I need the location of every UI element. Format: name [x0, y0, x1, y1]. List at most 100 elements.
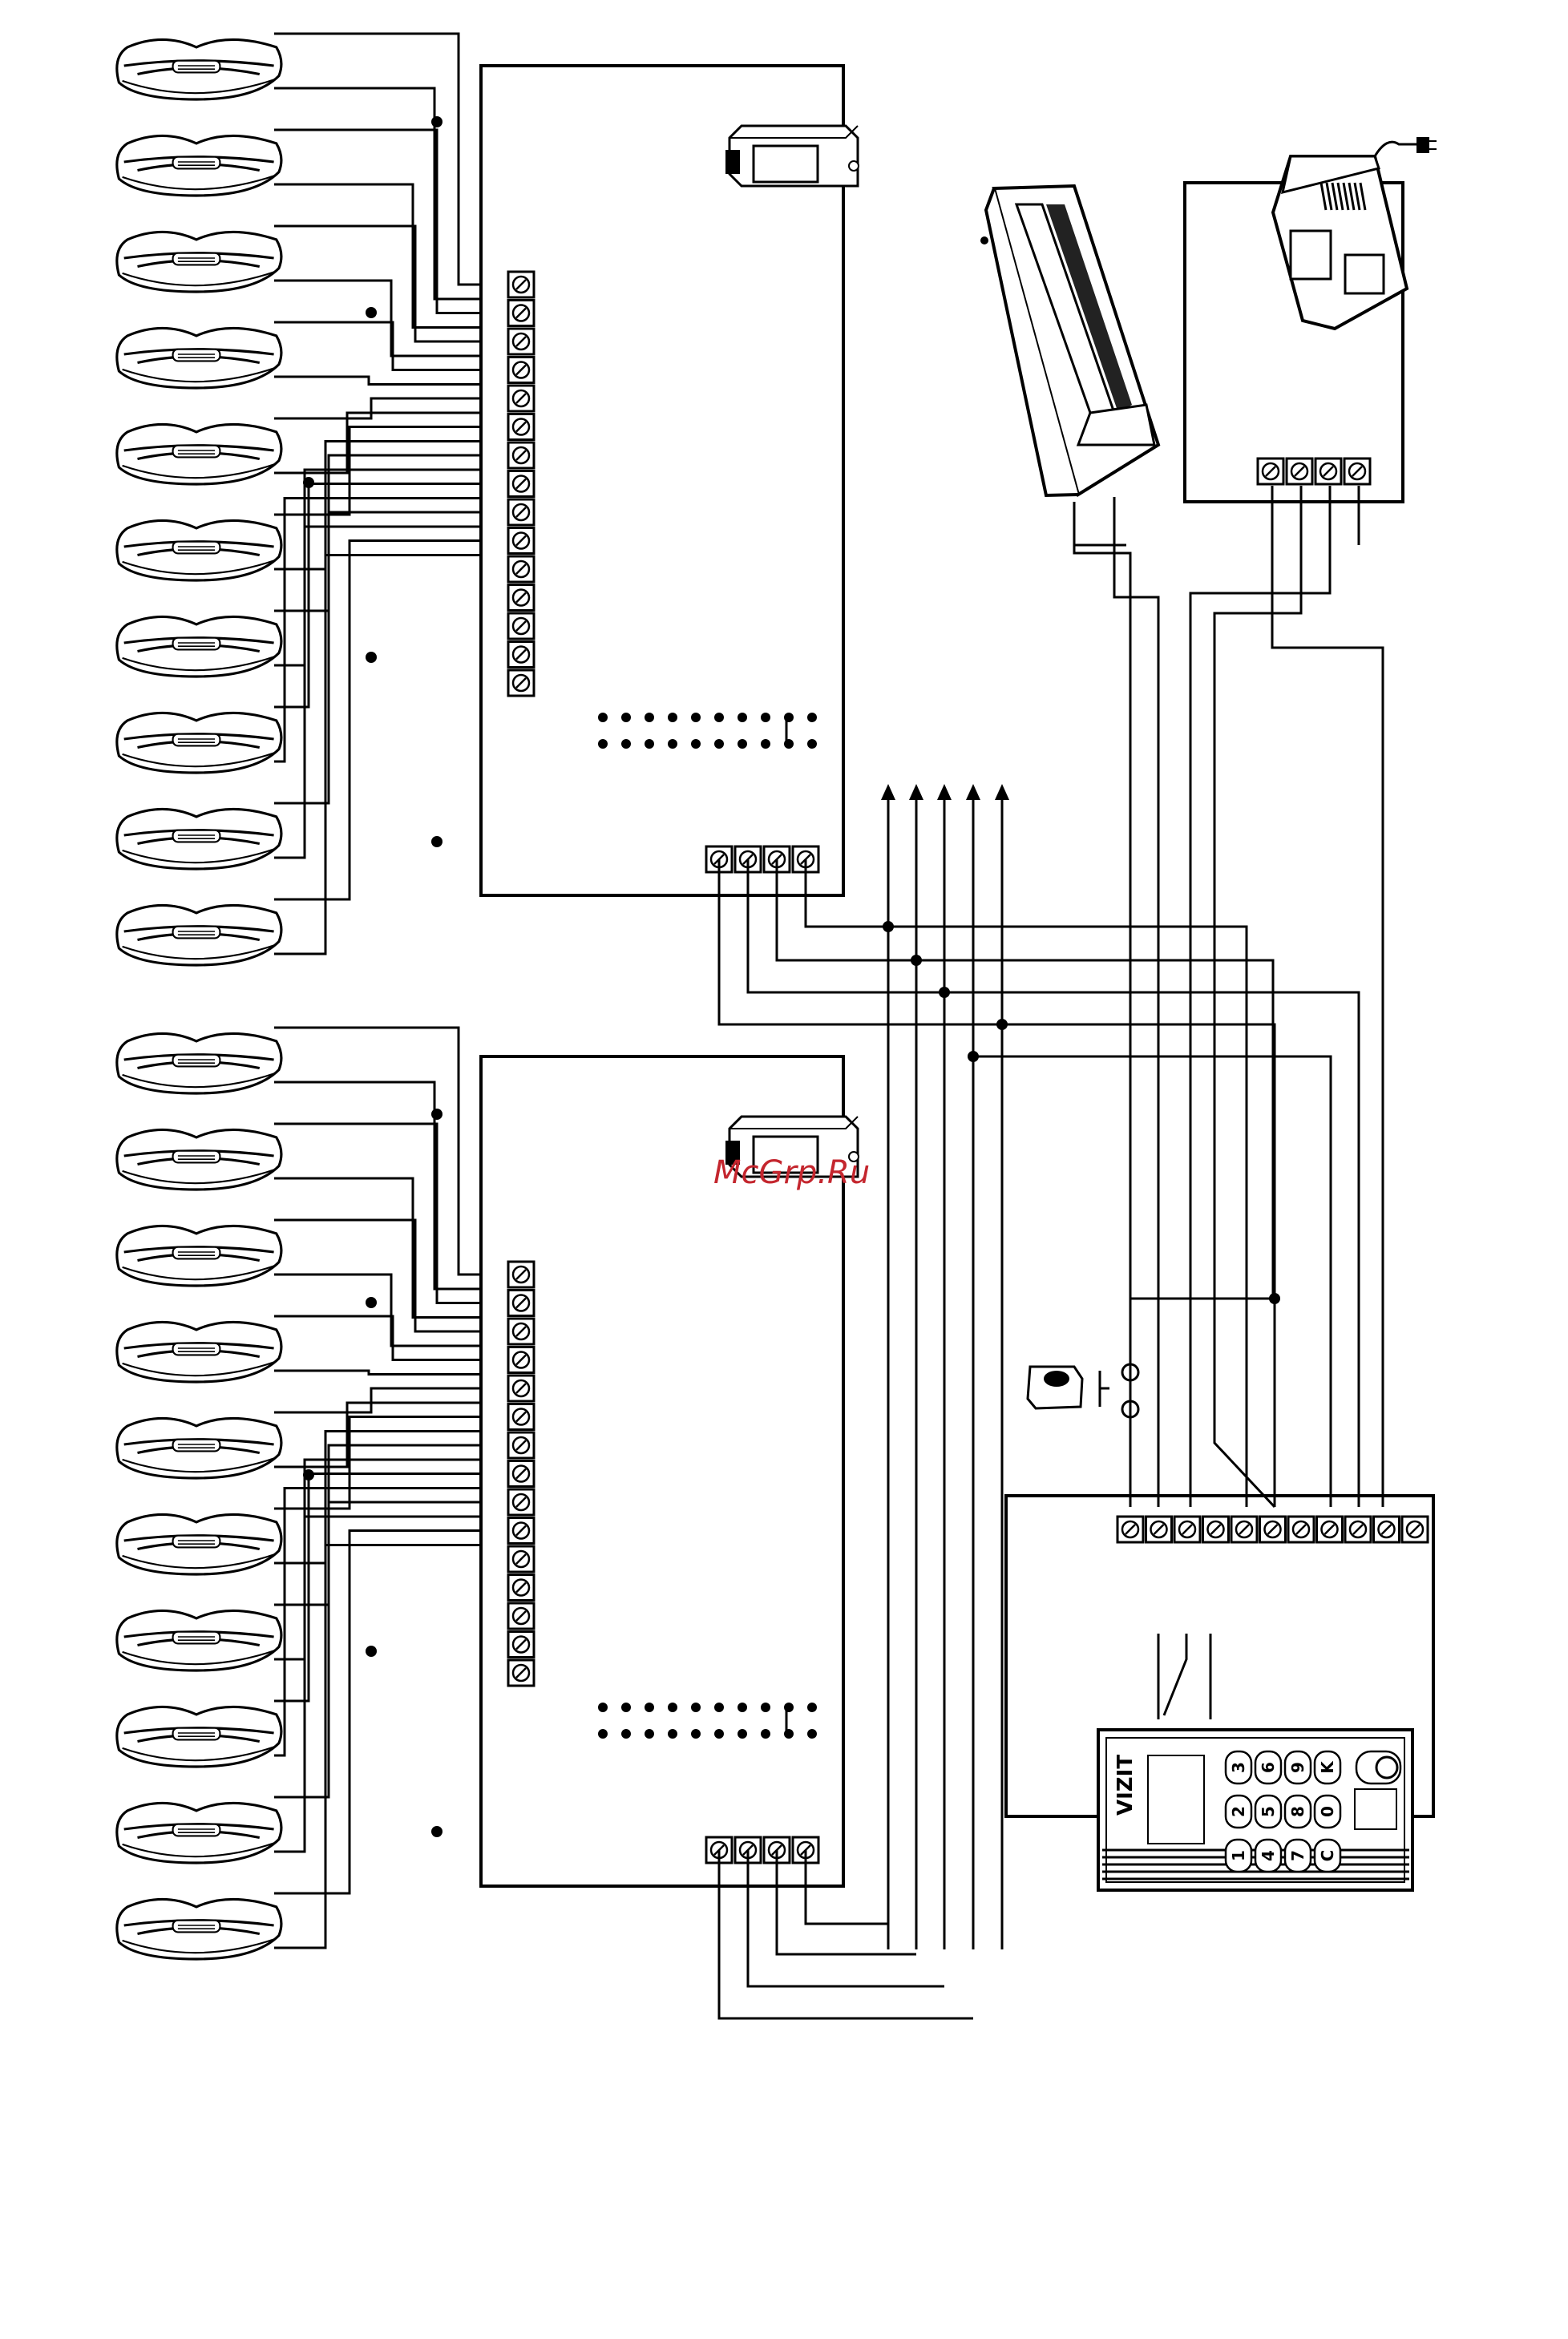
jumper-pin — [761, 1703, 770, 1712]
intercom-handset-icon — [117, 520, 281, 580]
terminal-screw — [508, 442, 534, 468]
handset-wire — [274, 322, 509, 370]
coordinate-switch-icon — [725, 126, 859, 186]
arrow-head — [995, 784, 1009, 800]
terminal-screw — [1231, 1517, 1257, 1542]
keypad-key-label: 9 — [1288, 1762, 1307, 1773]
jumper-pin — [761, 739, 770, 749]
jumper-pin — [668, 1729, 677, 1739]
junction-dot — [996, 1019, 1008, 1030]
jumper-pin — [738, 739, 747, 749]
handset-wire — [274, 34, 509, 285]
terminal-screw — [508, 1291, 534, 1316]
keypad-key-label: K — [1318, 1760, 1337, 1774]
handset-wire — [274, 484, 509, 708]
terminal-screw — [1258, 459, 1283, 484]
jumper-pin — [598, 1703, 608, 1712]
jumper-pin — [714, 713, 724, 722]
junction-dot — [303, 1469, 314, 1481]
terminal-screw — [508, 358, 534, 383]
junction-dot — [366, 652, 377, 663]
psu-wire — [1214, 486, 1301, 1507]
intercom-handset-icon — [117, 1610, 281, 1670]
intercom-handset-icon — [117, 135, 281, 196]
psu-wire — [1272, 486, 1383, 1507]
intercom-handset-icon — [117, 1899, 281, 1959]
electromagnetic-lock-icon — [980, 186, 1158, 495]
watermark: McGrp.Ru — [713, 1154, 870, 1191]
terminal-screw — [508, 1575, 534, 1601]
handset-wire — [274, 88, 509, 299]
arrow-head — [881, 784, 895, 800]
terminal-screw — [508, 1262, 534, 1287]
psu-wire — [1190, 486, 1330, 1507]
handset-wire — [274, 413, 509, 473]
junction-dot — [431, 116, 443, 127]
terminal-screw — [508, 1376, 534, 1401]
keypad-key-label: C — [1318, 1850, 1337, 1862]
arrow-head — [909, 784, 923, 800]
jumper-pin — [807, 713, 817, 722]
keypad-key-label: 4 — [1259, 1850, 1278, 1861]
jumper-pin — [598, 1729, 608, 1739]
terminal-screw — [508, 272, 534, 297]
jumper-pin — [738, 1729, 747, 1739]
jumper-pin — [645, 713, 654, 722]
power-supply-icon — [1273, 138, 1437, 329]
jumper-pin — [691, 1703, 701, 1712]
intercom-handset-icon — [117, 905, 281, 965]
terminal-screw — [508, 1660, 534, 1686]
terminal-screw — [1374, 1517, 1400, 1542]
terminal-screw — [1317, 1517, 1343, 1542]
exit-button-icon — [1028, 1364, 1138, 1417]
jumper-pin — [668, 1703, 677, 1712]
intercom-handset-icon — [117, 1707, 281, 1767]
jumper-pin — [714, 1703, 724, 1712]
handset-wire — [274, 377, 509, 385]
jumper-pin — [714, 1729, 724, 1739]
handset-wire — [274, 1388, 509, 1412]
junction-dot — [431, 836, 443, 847]
terminal-screw — [508, 414, 534, 440]
terminal-screw — [508, 471, 534, 497]
key-reader — [1355, 1789, 1396, 1829]
jumper-pin — [645, 1703, 654, 1712]
junction-dot — [366, 1646, 377, 1657]
terminal-screw — [508, 386, 534, 411]
terminal-screw — [1260, 1517, 1286, 1542]
info-label — [1148, 1755, 1204, 1844]
intercom-handset-icon — [117, 1514, 281, 1574]
junction-dot — [1269, 1293, 1280, 1304]
terminal-screw — [508, 1632, 534, 1658]
terminal-screw — [1288, 1517, 1314, 1542]
junction-dot — [366, 307, 377, 318]
junction-dot — [968, 1051, 979, 1062]
bus-wire — [777, 859, 1273, 1295]
lock-wire — [1074, 545, 1130, 1507]
terminal-screw — [508, 329, 534, 354]
bus-wire — [973, 1056, 1331, 1507]
keypad-key-label: 6 — [1259, 1762, 1278, 1773]
intercom-handset-icon — [117, 1322, 281, 1382]
terminal-screw — [1402, 1517, 1428, 1542]
junction-dot — [939, 987, 950, 998]
intercom-handset-icon — [117, 328, 281, 388]
terminal-screw — [508, 1603, 534, 1629]
junction-dot — [911, 955, 922, 966]
terminal-screw — [508, 499, 534, 525]
jumper-pin — [738, 713, 747, 722]
terminal-screw — [1287, 459, 1312, 484]
keypad-key-label: 7 — [1288, 1850, 1307, 1861]
jumper-pin — [761, 1729, 770, 1739]
terminal-screw — [1117, 1517, 1143, 1542]
arrow-head — [966, 784, 980, 800]
call-panel-icon: VIZIT369K2580147C — [1098, 1730, 1412, 1890]
terminal-screw — [508, 613, 534, 639]
switch-unit-box — [481, 66, 843, 895]
bus-wire — [806, 859, 1247, 1507]
handset-wire — [274, 1028, 509, 1275]
jumper-pin — [691, 739, 701, 749]
keypad-key-label: 5 — [1259, 1806, 1278, 1817]
handset-wire — [274, 398, 509, 418]
terminal-screw — [508, 1546, 534, 1572]
